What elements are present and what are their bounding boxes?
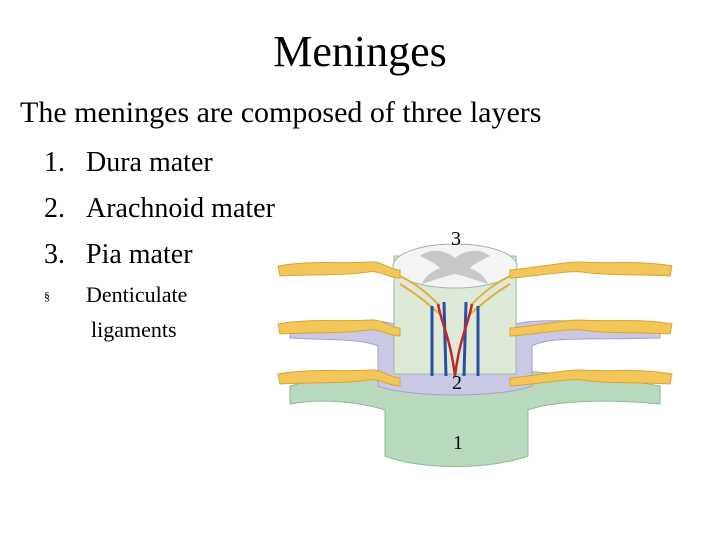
sub-bullet-line2: ligaments [91,317,177,343]
list-label: Dura mater [86,147,213,178]
nerve-root-middle-left [277,319,401,337]
layer-list: 1. Dura mater 2. Arachnoid mater 3. Pia mat… [44,140,275,278]
sub-bullet-line1: Denticulate [86,282,188,307]
grey-matter [420,250,490,284]
spinal-cord-illustration: 3 2 1 [270,226,680,476]
anterior-vessels-veins [430,301,480,377]
sub-bullet: § Denticulate ligaments [44,278,187,346]
list-item: 3. Pia mater [44,232,275,278]
intro-text: The meninges are composed of three layer… [20,96,542,129]
slide-title: Meninges [273,27,447,76]
nerve-root-upper-right [509,261,673,279]
list-number: 3. [44,239,65,270]
list-number: 1. [44,147,65,178]
meninges-diagram [277,243,673,467]
nerve-root-upper-left [277,261,401,279]
anterior-vessels-arteries [436,303,474,377]
label-arachnoid-mater: 2 [452,372,462,394]
bullet-icon: § [44,289,50,304]
list-label: Pia mater [86,239,193,270]
label-pia-mater: 3 [451,228,461,250]
nerve-root-lower-left [277,369,401,387]
list-number: 2. [44,193,65,224]
rootlets [399,275,511,317]
list-label: Arachnoid mater [86,193,275,224]
list-item: 1. Dura mater [44,140,275,186]
list-item: 2. Arachnoid mater [44,186,275,232]
nerve-root-lower-right [509,369,673,387]
nerve-root-middle-right [509,319,673,337]
label-dura-mater: 1 [453,432,463,454]
